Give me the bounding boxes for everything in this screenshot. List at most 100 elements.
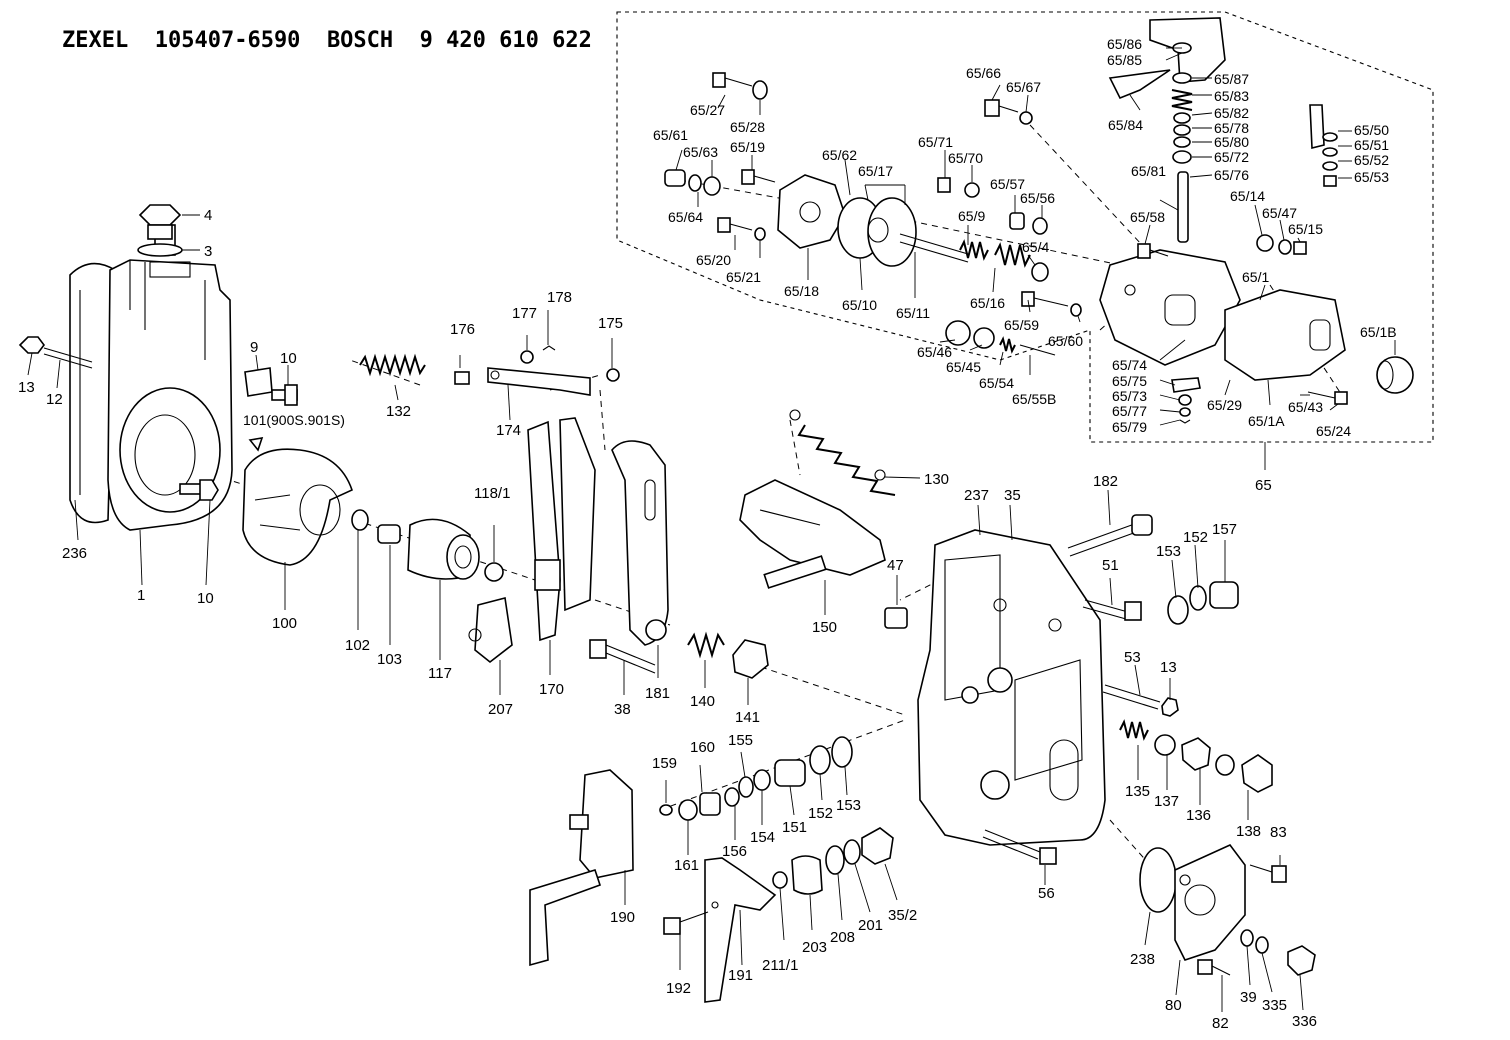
valve-135 bbox=[1119, 719, 1176, 756]
label-203: 203 bbox=[802, 939, 827, 956]
label-82: 82 bbox=[1212, 1015, 1229, 1032]
label-38: 38 bbox=[614, 701, 631, 718]
ring-201 bbox=[843, 839, 861, 865]
screw-65-71 bbox=[937, 177, 980, 198]
label-155: 155 bbox=[728, 732, 753, 749]
label-65-4: 65/4 bbox=[1022, 239, 1049, 255]
label-65-28: 65/28 bbox=[730, 119, 765, 135]
bolt-38 bbox=[589, 639, 656, 674]
label-182: 182 bbox=[1093, 473, 1118, 490]
screw-10-upper bbox=[271, 384, 298, 406]
key-101 bbox=[248, 436, 264, 452]
label-35-2: 35/2 bbox=[888, 907, 917, 924]
label-65-77: 65/77 bbox=[1112, 403, 1147, 419]
label-65-81: 65/81 bbox=[1131, 163, 1166, 179]
label-9: 9 bbox=[250, 339, 258, 356]
label-35: 35 bbox=[1004, 487, 1021, 504]
label-13-right: 13 bbox=[1160, 659, 1177, 676]
washer-161 bbox=[678, 799, 698, 821]
diaphragm-65-10 bbox=[837, 197, 917, 267]
label-132: 132 bbox=[386, 403, 411, 420]
title-make-2: BOSCH bbox=[326, 28, 394, 53]
label-118-1: 118/1 bbox=[474, 485, 510, 502]
label-170: 170 bbox=[539, 681, 564, 698]
label-1: 1 bbox=[137, 587, 145, 604]
label-65-43: 65/43 bbox=[1288, 399, 1323, 415]
label-80: 80 bbox=[1165, 997, 1182, 1014]
label-65-84: 65/84 bbox=[1108, 117, 1143, 133]
label-65-1B: 65/1B bbox=[1360, 324, 1397, 340]
label-65-15: 65/15 bbox=[1288, 221, 1323, 237]
screw-65-66 bbox=[984, 99, 1033, 125]
label-65-50: 65/50 bbox=[1354, 122, 1389, 138]
washer-118-1 bbox=[484, 562, 504, 582]
label-65-82: 65/82 bbox=[1214, 105, 1249, 121]
title-make-1: ZEXEL bbox=[62, 28, 129, 53]
label-65-51: 65/51 bbox=[1354, 137, 1389, 153]
label-177: 177 bbox=[512, 305, 537, 322]
bolt-51 bbox=[1082, 599, 1142, 621]
label-153: 153 bbox=[836, 797, 861, 814]
clip-178 bbox=[542, 345, 556, 351]
screw-82 bbox=[1197, 959, 1231, 976]
nut-336 bbox=[1287, 945, 1316, 976]
label-103: 103 bbox=[377, 651, 402, 668]
washer-211-1 bbox=[772, 871, 788, 889]
label-102: 102 bbox=[345, 637, 370, 654]
ring-155 bbox=[738, 776, 754, 798]
bolt-182 bbox=[1067, 514, 1153, 557]
screw-65-58 bbox=[1137, 243, 1169, 259]
washer-39 bbox=[1240, 929, 1254, 947]
parts-65-46 bbox=[945, 320, 1056, 356]
link-174 bbox=[487, 367, 591, 396]
label-192: 192 bbox=[666, 980, 691, 997]
label-152-upper: 152 bbox=[1183, 529, 1208, 546]
ring-208 bbox=[825, 845, 845, 875]
lever-181 bbox=[611, 440, 669, 646]
label-65-62: 65/62 bbox=[822, 147, 857, 163]
label-236: 236 bbox=[62, 545, 87, 562]
label-237: 237 bbox=[964, 487, 989, 504]
label-65-73: 65/73 bbox=[1112, 388, 1147, 404]
o-ring-152 bbox=[809, 745, 831, 775]
label-190: 190 bbox=[610, 909, 635, 926]
label-65-17: 65/17 bbox=[858, 163, 893, 179]
label-65-14: 65/14 bbox=[1230, 188, 1265, 204]
label-65-1: 65/1 bbox=[1242, 269, 1269, 285]
spring-132 bbox=[359, 353, 426, 377]
governor-lever-170 bbox=[527, 417, 596, 642]
label-160: 160 bbox=[690, 739, 715, 756]
title-number-2: 9 420 610 622 bbox=[419, 28, 592, 53]
label-156: 156 bbox=[722, 843, 747, 860]
label-83: 83 bbox=[1270, 824, 1287, 841]
label-65-86: 65/86 bbox=[1107, 36, 1142, 52]
label-65-55B: 65/55B bbox=[1012, 391, 1056, 407]
page-title: ZEXEL 105407-6590 BOSCH 9 420 610 622 bbox=[62, 28, 592, 53]
adjuster-140 bbox=[687, 631, 725, 659]
label-159: 159 bbox=[652, 755, 677, 772]
washers-65-14 bbox=[1256, 234, 1307, 255]
leader-lines bbox=[27, 47, 1396, 1012]
label-13-left: 13 bbox=[18, 379, 35, 396]
label-137: 137 bbox=[1154, 793, 1179, 810]
label-65-78: 65/78 bbox=[1214, 120, 1249, 136]
label-47: 47 bbox=[887, 557, 904, 574]
screw-65-59 bbox=[1021, 291, 1082, 317]
pin-65-76 bbox=[1177, 171, 1189, 243]
washer-175 bbox=[606, 368, 620, 382]
label-65-53: 65/53 bbox=[1354, 169, 1389, 185]
ring-156 bbox=[724, 787, 740, 807]
label-174: 174 bbox=[496, 422, 521, 439]
lever-assembly-150 bbox=[739, 479, 886, 589]
pin-176 bbox=[454, 371, 470, 385]
washer-102 bbox=[351, 509, 369, 531]
screw-65-19 bbox=[741, 169, 776, 185]
label-65-74: 65/74 bbox=[1112, 357, 1147, 373]
label-65-24: 65/24 bbox=[1316, 423, 1351, 439]
bushing-160 bbox=[699, 792, 721, 816]
block-207 bbox=[468, 597, 513, 664]
label-65-1A: 65/1A bbox=[1248, 413, 1285, 429]
o-ring-3 bbox=[137, 243, 183, 257]
plug-35-2 bbox=[861, 827, 894, 865]
